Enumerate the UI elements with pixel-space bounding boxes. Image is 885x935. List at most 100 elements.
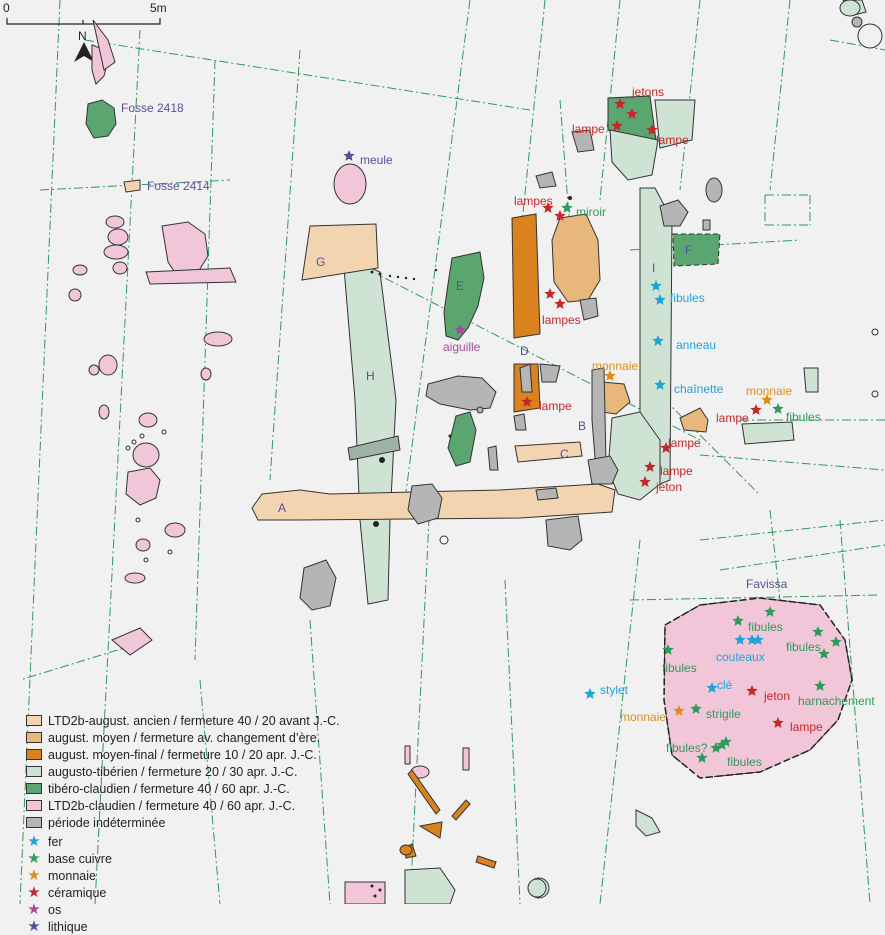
find-label-chainette: chaînette <box>674 382 724 396</box>
legend-label-tibero_claudien: tibéro-claudien / fermeture 40 / 60 apr.… <box>48 781 290 796</box>
find-label-lampe1: lampe <box>572 122 605 136</box>
find-star-lampes1 <box>542 202 554 213</box>
find-star-lampe1 <box>611 120 623 131</box>
find-label-monnaie2: monnaie <box>746 384 792 398</box>
find-star-miroir <box>561 202 573 213</box>
legend-item-august_moyen: august. moyen / fermeture av. changement… <box>26 729 406 746</box>
legend-item-tibero_claudien: tibéro-claudien / fermeture 40 / 60 apr.… <box>26 780 406 797</box>
find-star-chainette <box>654 379 666 390</box>
label-fosse-2418: Fosse 2418 <box>121 101 184 115</box>
legend-item-ceramique: ★céramique <box>26 884 181 901</box>
pits-august-moyen-final <box>399 213 541 869</box>
find-label-meule: meule <box>360 153 393 167</box>
find-star-fibules2 <box>772 403 784 414</box>
find-star-monnaie1 <box>604 370 616 381</box>
find-star-cle <box>706 682 718 693</box>
legend-star-icon-monnaie: ★ <box>27 867 41 884</box>
find-star-lampe4 <box>750 404 762 415</box>
legend-star-icon-lithique: ★ <box>27 918 41 935</box>
find-star-extra-2 <box>734 634 746 645</box>
legend-label-ltd_ancien: LTD2b-august. ancien / fermeture 40 / 20… <box>48 713 340 728</box>
find-star-anneau <box>652 335 664 346</box>
legend-item-base_cuivre: ★ base cuivre <box>26 850 181 867</box>
find-star-lampe5 <box>660 442 672 453</box>
legend-label-indetermine: période indéterminée <box>48 815 166 830</box>
legend-swatch-indetermine <box>26 817 42 828</box>
find-star-monnaie3 <box>673 705 685 716</box>
find-label-lampe4: lampe <box>716 411 749 425</box>
find-label-lampes1: lampes <box>514 194 553 208</box>
find-star-lampe7 <box>772 717 784 728</box>
find-star-lampe6 <box>644 461 656 472</box>
find-star-extra-5 <box>818 648 830 659</box>
north-label: N <box>78 29 87 43</box>
label-feature-i: I <box>652 261 655 275</box>
find-label-fibules5: fibules <box>786 640 821 654</box>
find-star-extra-10 <box>654 294 666 305</box>
scale-bar <box>6 18 161 25</box>
legend-item-ltd_claudien: LTD2b-claudien / fermeture 40 / 60 apr. … <box>26 797 406 814</box>
find-star-monnaie2 <box>761 394 773 405</box>
legend-item-augusto_tiberien: augusto-tibérien / fermeture 20 / 30 apr… <box>26 763 406 780</box>
find-star-fibules6 <box>696 752 708 763</box>
find-star-fibules5 <box>812 626 824 637</box>
label-feature-h: H <box>366 369 375 383</box>
pits-august-moyen <box>551 213 709 433</box>
find-label-lampe2: lampe <box>656 133 689 147</box>
find-star-extra-6 <box>732 615 744 626</box>
legend-label-base_cuivre: base cuivre <box>48 851 112 866</box>
find-star-jeton2 <box>746 685 758 696</box>
find-label-fibules1: fibules <box>670 291 705 305</box>
label-feature-a: A <box>278 501 286 515</box>
find-star-extra-1 <box>554 298 566 309</box>
legend-item-lithique: ★ lithique <box>26 918 181 935</box>
find-star-extra-7 <box>710 742 722 753</box>
pits-indetermine <box>299 0 863 898</box>
find-star-extra-4 <box>830 636 842 647</box>
find-star-extra-0 <box>554 210 566 221</box>
legend-swatch-tibero_claudien <box>26 783 42 794</box>
label-feature-f: F <box>685 243 692 257</box>
legend-swatch-ltd_ancien <box>26 715 42 726</box>
find-label-lampe6: lampe <box>660 464 693 478</box>
legend-swatch-augusto_tiberien <box>26 766 42 777</box>
find-label-strigile: strigile <box>706 707 741 721</box>
legend-swatch-august_moyen_final <box>26 749 42 760</box>
find-star-harnachement <box>814 680 826 691</box>
find-label-stylet: stylet <box>600 683 629 697</box>
legend-label-lithique: lithique <box>48 919 88 934</box>
label-feature-e: E <box>456 279 464 293</box>
find-label-fibules7: fibules <box>727 755 762 769</box>
find-star-extra-9 <box>646 124 658 135</box>
legend-label-ltd_claudien: LTD2b-claudien / fermeture 40 / 60 apr. … <box>48 798 296 813</box>
legend-label-augusto_tiberien: augusto-tibérien / fermeture 20 / 30 apr… <box>48 764 298 779</box>
legend-star-icon-base_cuivre: ★ <box>27 850 41 867</box>
find-label-miroir: miroir <box>576 205 606 219</box>
scale-end: 5m <box>150 1 167 15</box>
legend-swatch-august_moyen <box>26 732 42 743</box>
legend-label-os: os <box>48 902 62 917</box>
dots <box>370 196 572 898</box>
find-star-aiguille <box>454 324 466 335</box>
find-star-strigile <box>690 703 702 714</box>
legend-item-august_moyen_final: august. moyen-final / fermeture 10 / 20 … <box>26 746 406 763</box>
find-star-meule <box>343 150 355 161</box>
favissa-outline <box>663 597 853 779</box>
pits-ltd-claudien <box>68 19 853 904</box>
legend-item-fer: ★fer <box>26 833 181 850</box>
find-label-fibules6: fibules? <box>666 741 708 755</box>
label-feature-d: D <box>520 344 529 358</box>
find-label-jeton2: jeton <box>763 689 790 703</box>
find-label-lampe5: lampe <box>668 436 701 450</box>
site-plan: 0 5m N <box>3 0 885 904</box>
legend-label-monnaie: monnaie <box>48 868 96 883</box>
legend-label-ceramique: céramique <box>48 885 107 900</box>
legend-item-indetermine: période indéterminée <box>26 814 406 831</box>
north-arrow-icon <box>74 42 94 62</box>
find-label-jetons: jetons <box>631 85 664 99</box>
legend-item-ltd_ancien: LTD2b-august. ancien / fermeture 40 / 20… <box>26 712 406 729</box>
scale-start: 0 <box>3 1 10 15</box>
find-star-extra-8 <box>720 736 732 747</box>
find-star-lampe2 <box>626 108 638 119</box>
find-label-fibules3: fibules <box>662 661 697 675</box>
